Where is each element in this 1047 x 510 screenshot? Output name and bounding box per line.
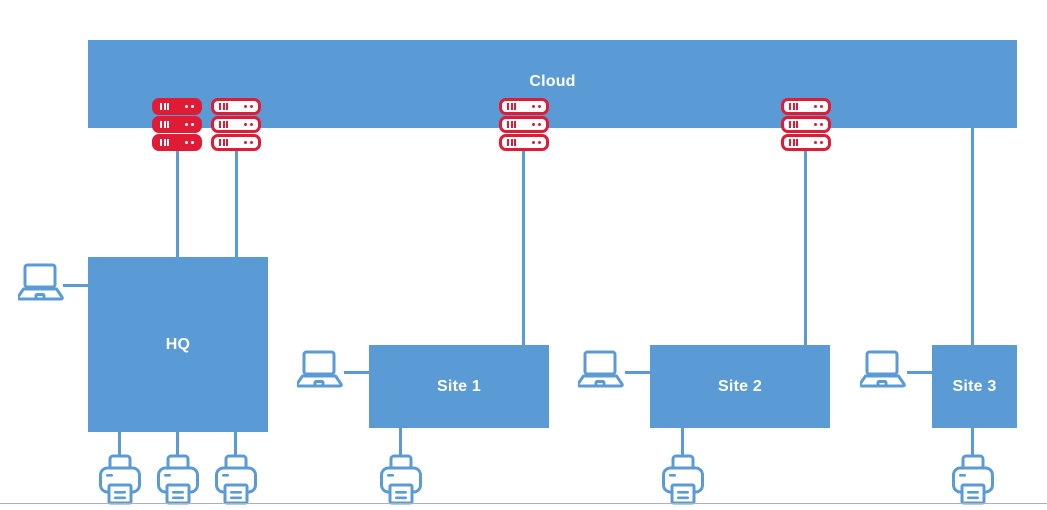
node-label-site1: Site 1: [437, 377, 481, 395]
link-site2-server-to-site2: [804, 150, 807, 346]
server-bars-icon: [789, 121, 798, 128]
server-leds-icon: [243, 140, 253, 145]
server-bars-icon: [507, 121, 516, 128]
printer-icon-site3[interactable]: [951, 454, 995, 506]
server-leds-icon: [813, 104, 823, 109]
node-label-hq: HQ: [165, 335, 191, 353]
server-bars-icon: [160, 103, 169, 110]
link-cloud-to-site3: [971, 128, 974, 346]
node-box-site2[interactable]: Site 2: [650, 345, 830, 428]
server-leds-icon: [184, 104, 194, 109]
server-unit: [152, 116, 202, 133]
server-unit: [211, 134, 261, 151]
server-stack-hq-secondary[interactable]: [211, 98, 261, 151]
server-leds-icon: [243, 104, 253, 109]
server-leds-icon: [184, 140, 194, 145]
server-unit: [781, 134, 831, 151]
server-unit: [211, 116, 261, 133]
server-leds-icon: [531, 122, 541, 127]
printer-icon-hq-3[interactable]: [214, 454, 258, 506]
server-bars-icon: [507, 139, 516, 146]
server-bars-icon: [219, 103, 228, 110]
server-stack-site1[interactable]: [499, 98, 549, 151]
printer-icon-site1[interactable]: [379, 454, 423, 506]
link-site3-to-printer: [971, 426, 974, 456]
server-unit: [781, 116, 831, 133]
laptop-icon-hq[interactable]: [18, 262, 66, 302]
server-bars-icon: [507, 103, 516, 110]
link-site1-to-printer: [399, 426, 402, 456]
server-leds-icon: [243, 122, 253, 127]
server-bars-icon: [789, 103, 798, 110]
server-bars-icon: [160, 121, 169, 128]
server-bars-icon: [160, 139, 169, 146]
server-unit: [211, 98, 261, 115]
laptop-icon-site1[interactable]: [297, 349, 345, 389]
server-unit: [152, 134, 202, 151]
cloud-label: Cloud: [529, 73, 576, 90]
server-unit: [152, 98, 202, 115]
server-unit: [499, 134, 549, 151]
printer-icon-hq-2[interactable]: [156, 454, 200, 506]
link-hq-primary-to-hq: [176, 150, 179, 258]
node-label-site2: Site 2: [718, 377, 762, 395]
printer-icon-site2[interactable]: [661, 454, 705, 506]
node-box-site3[interactable]: Site 3: [932, 345, 1017, 428]
server-leds-icon: [813, 122, 823, 127]
server-stack-hq-primary[interactable]: [152, 98, 202, 151]
link-site1-server-to-site1: [522, 150, 525, 346]
link-hq-to-printer-2: [176, 430, 179, 456]
link-site2-laptop-to-site2: [625, 371, 653, 374]
link-hq-to-printer-1: [118, 430, 121, 456]
server-unit: [499, 98, 549, 115]
link-site1-laptop-to-site1: [344, 371, 372, 374]
node-label-site3: Site 3: [952, 377, 997, 395]
server-unit: [781, 98, 831, 115]
link-hq-secondary-to-hq: [235, 150, 238, 258]
bottom-divider: [0, 503, 1047, 504]
node-box-hq[interactable]: HQ: [88, 257, 268, 432]
server-leds-icon: [531, 104, 541, 109]
server-leds-icon: [531, 140, 541, 145]
server-bars-icon: [219, 139, 228, 146]
server-leds-icon: [184, 122, 194, 127]
server-leds-icon: [813, 140, 823, 145]
printer-icon-hq-1[interactable]: [98, 454, 142, 506]
laptop-icon-site3[interactable]: [860, 349, 908, 389]
server-unit: [499, 116, 549, 133]
link-site3-laptop-to-site3: [907, 371, 935, 374]
server-stack-site2[interactable]: [781, 98, 831, 151]
server-bars-icon: [219, 121, 228, 128]
server-bars-icon: [789, 139, 798, 146]
link-hq-laptop-to-hq: [63, 284, 91, 287]
node-box-site1[interactable]: Site 1: [369, 345, 549, 428]
laptop-icon-site2[interactable]: [578, 349, 626, 389]
link-site2-to-printer: [681, 426, 684, 456]
link-hq-to-printer-3: [234, 430, 237, 456]
